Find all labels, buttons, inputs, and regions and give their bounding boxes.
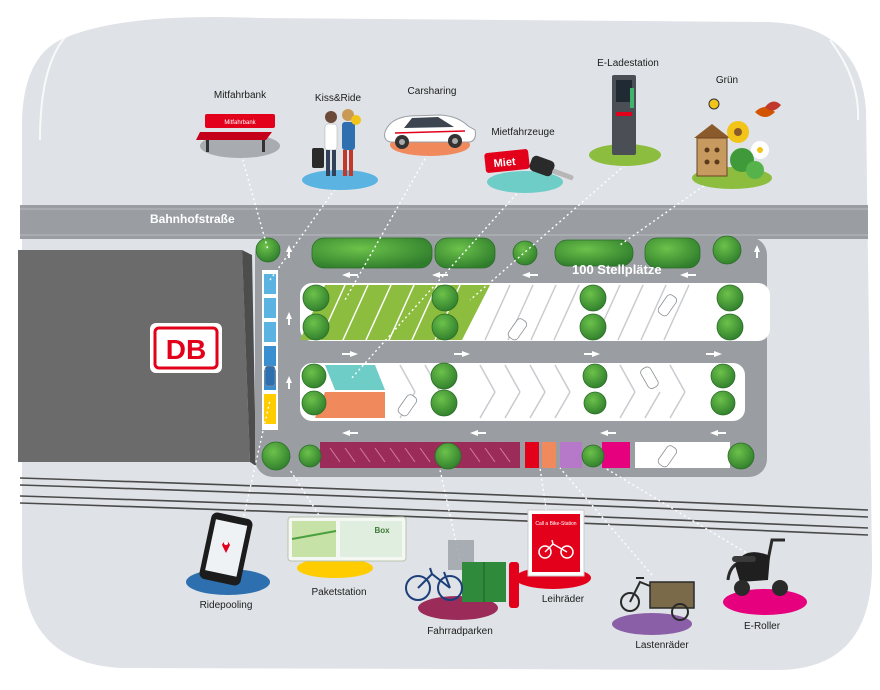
label-carsharing: Carsharing <box>407 86 457 97</box>
miet-sign-text: Miet <box>493 156 516 170</box>
rail-tracks <box>19 477 869 536</box>
traffic-arrows <box>286 245 760 436</box>
fahrradparken-icon <box>405 540 519 620</box>
paketstation-icon: Box <box>287 516 407 578</box>
parked-cars <box>264 294 678 468</box>
db-logo <box>150 323 222 373</box>
ridepooling-spaces <box>315 392 385 418</box>
lastenraeder-spaces <box>560 442 582 468</box>
mitfahrbank-icon: Mitfahrbank <box>196 114 280 158</box>
e-ladestation-icon <box>589 75 661 166</box>
street-label: Bahnhofstraße <box>150 212 235 226</box>
label-ridepooling: Ridepooling <box>199 600 253 611</box>
parking-row-upper <box>300 283 770 341</box>
label-fahrradparken: Fahrradparken <box>427 626 493 637</box>
label-kiss-ride: Kiss&Ride <box>314 93 362 104</box>
mietfahrzeuge-icon: Miet <box>484 149 574 193</box>
label-paketstation: Paketstation <box>311 587 367 598</box>
packstation-sign-text: Box <box>374 526 390 535</box>
e-roller-icon <box>723 538 807 615</box>
leihraeder-icon: Call a Bike-Station <box>515 509 591 589</box>
label-leihraeder: Leihräder <box>541 594 585 605</box>
bench-sign-text: Mitfahrbank <box>224 120 256 126</box>
carsharing-icon <box>384 114 476 156</box>
label-e-roller: E-Roller <box>743 621 781 632</box>
label-e-ladestation: E-Ladestation <box>597 58 659 69</box>
parking-lot <box>255 237 767 477</box>
trees <box>255 235 755 471</box>
gruen-icon <box>692 98 781 189</box>
leihraeder-spaces <box>525 442 539 468</box>
station-building <box>18 250 250 462</box>
call-a-bike-sign-text: Call a Bike-Station <box>535 521 576 527</box>
label-mitfahrbank: Mitfahrbank <box>213 90 267 101</box>
kiss-ride-icon <box>302 109 378 190</box>
db-logo-text: DB <box>166 334 206 365</box>
ridepooling-icon <box>186 512 270 595</box>
drop-off-strip <box>262 270 278 430</box>
parking-row-middle <box>300 363 745 421</box>
e-roller-spaces <box>602 442 630 468</box>
mietfahrzeuge-spaces <box>325 365 385 390</box>
label-mietfahrzeuge: Mietfahrzeuge <box>491 127 555 138</box>
capacity-label: 100 Stellplätze <box>572 262 662 277</box>
lastenraeder-icon <box>612 577 695 635</box>
street-bahnhofstrasse <box>20 205 868 239</box>
label-gruen: Grün <box>715 75 739 86</box>
bike-parking-row <box>320 442 730 468</box>
label-lastenraeder: Lastenräder <box>635 640 689 651</box>
